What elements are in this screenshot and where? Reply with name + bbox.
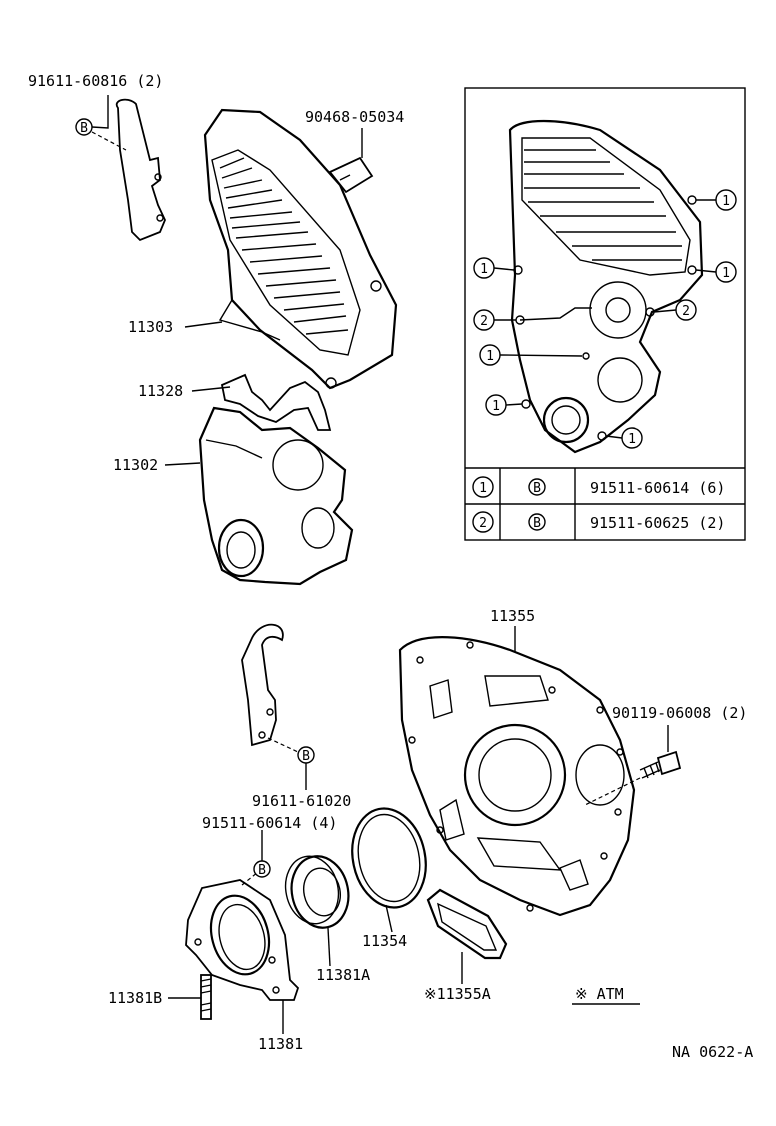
svg-text:1: 1 xyxy=(492,399,500,414)
label-11354: 11354 xyxy=(362,932,407,950)
svg-text:B: B xyxy=(80,121,88,136)
svg-text:1: 1 xyxy=(628,432,636,447)
svg-text:91511-60614 (6): 91511-60614 (6) xyxy=(590,479,725,497)
b-marker-upper: B xyxy=(75,118,93,136)
label-91611-60816: 91611-60816 (2) xyxy=(28,72,163,90)
label-11302: 11302 xyxy=(113,456,158,474)
label-91511-60614-4: 91511-60614 (4) xyxy=(202,814,337,832)
svg-text:B: B xyxy=(302,749,310,764)
inset-callout-1a: 1 xyxy=(715,189,737,211)
b-marker-lower: B xyxy=(253,860,271,878)
inset-table-row-2: 2 B 91511-60625 (2) xyxy=(472,511,725,533)
svg-text:1: 1 xyxy=(480,262,488,277)
b-marker-middle: B xyxy=(297,746,315,764)
label-90468-05034: 90468-05034 xyxy=(305,108,404,126)
stud-bolt-11381B xyxy=(200,974,212,1020)
atm-note: ※ ATM xyxy=(575,985,624,1003)
bolt-90119-06008 xyxy=(639,750,682,779)
figure-code: NA 0622-A xyxy=(672,1043,753,1061)
clip-90468-05034 xyxy=(328,156,374,194)
svg-text:2: 2 xyxy=(479,516,487,531)
label-11355: 11355 xyxy=(490,607,535,625)
bracket-lower xyxy=(241,623,284,747)
inset-callout-1d: 1 xyxy=(479,344,501,366)
inset-table-row-1: 1 B 91511-60614 (6) xyxy=(472,476,725,498)
inset-callout-2a: 2 xyxy=(473,309,495,331)
inset-callout-1b: 1 xyxy=(715,261,737,283)
lower-cover-11302 xyxy=(198,406,354,586)
svg-text:1: 1 xyxy=(479,481,487,496)
svg-text:2: 2 xyxy=(682,304,690,319)
oil-seal-11381A xyxy=(284,855,350,929)
inset-callout-2b: 2 xyxy=(675,299,697,321)
label-91611-61020: 91611-61020 xyxy=(252,792,351,810)
svg-text:1: 1 xyxy=(722,266,730,281)
inset-callout-1f: 1 xyxy=(621,427,643,449)
label-11328: 11328 xyxy=(138,382,183,400)
label-11381: 11381 xyxy=(258,1035,303,1053)
label-11381B: 11381B xyxy=(108,989,162,1007)
svg-text:B: B xyxy=(258,863,266,878)
label-11303: 11303 xyxy=(128,318,173,336)
timing-belt-cover-11303 xyxy=(203,108,398,390)
label-90119-06008: 90119-06008 (2) xyxy=(612,704,747,722)
svg-text:2: 2 xyxy=(480,314,488,329)
svg-text:B: B xyxy=(533,516,541,531)
label-11355A: ※11355A xyxy=(424,985,491,1003)
end-plate-11355 xyxy=(398,636,636,917)
inset-callout-1c: 1 xyxy=(473,257,495,279)
svg-text:91511-60625 (2): 91511-60625 (2) xyxy=(590,514,725,532)
inset-callout-1e: 1 xyxy=(485,394,507,416)
inset-box: 1 1 1 2 2 1 1 1 1 B 91511-60614 (6) 2 B … xyxy=(464,87,746,541)
guide-11328 xyxy=(220,373,332,431)
label-11381A: 11381A xyxy=(316,966,370,984)
gasket-ring-11354 xyxy=(351,807,427,909)
bracket-upper xyxy=(115,98,166,242)
svg-text:1: 1 xyxy=(486,349,494,364)
gasket-11355A xyxy=(426,888,508,960)
svg-text:B: B xyxy=(533,481,541,496)
seal-retainer-11381 xyxy=(185,879,300,1001)
svg-text:1: 1 xyxy=(722,194,730,209)
